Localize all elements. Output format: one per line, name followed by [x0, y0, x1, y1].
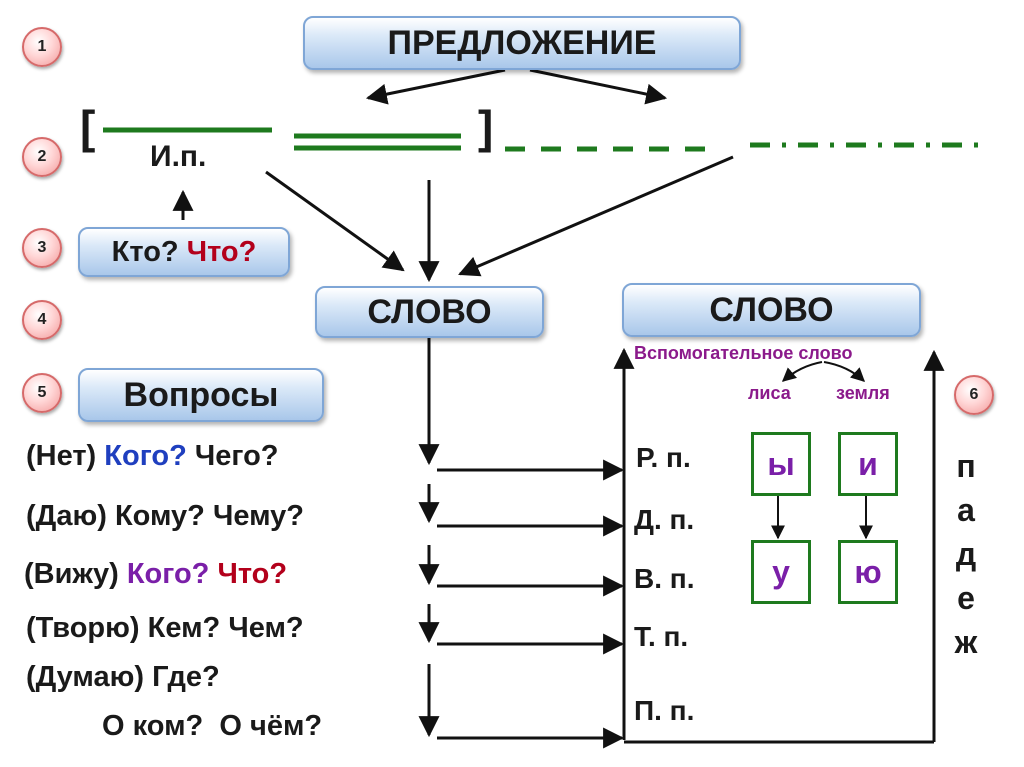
helper-arrows: [771, 361, 873, 540]
top-arrows: [365, 68, 668, 105]
ending-box-genitive-1: ы: [751, 432, 811, 496]
ending-letter: ы: [767, 445, 795, 482]
sentence-box: ПРЕДЛОЖЕНИЕ: [303, 16, 741, 70]
word-right-label: СЛОВО: [709, 290, 834, 329]
case-genitive: Р. п.: [636, 442, 691, 473]
question-1: О ком?: [102, 710, 204, 742]
question-1: Кого?: [126, 558, 210, 590]
question-what: Что?: [186, 235, 257, 268]
question-1: Где?: [152, 661, 220, 693]
question-row-instrumental: (Творю) Кем? Чем?: [26, 612, 304, 645]
verb: (Нет): [26, 440, 97, 472]
vertical-word-case: п а д е ж: [946, 444, 986, 664]
question-row-dative: (Даю) Кому? Чему?: [26, 500, 304, 533]
helper-word-title: Вспомогательное слово: [634, 343, 853, 363]
question-2: Чем?: [228, 612, 304, 644]
question-row-prepositional: (Думаю) Где?: [26, 661, 220, 694]
helper-word-2: земля: [836, 383, 890, 403]
step-6-badge: 6: [954, 375, 994, 415]
subject-question-box: Кто? Что?: [78, 227, 290, 277]
step-6-label: 6: [969, 386, 979, 403]
question-1: Кем?: [147, 612, 221, 644]
word-box-right: СЛОВО: [622, 283, 921, 337]
question-row-prepositional-2: О ком? О чём?: [102, 710, 322, 743]
step-1-badge: 1: [22, 27, 62, 67]
question-row-accusative: (Вижу) Кого? Что?: [24, 558, 287, 591]
ending-letter: и: [858, 445, 878, 482]
close-bracket: ]: [478, 101, 494, 153]
helper-word-1: лиса: [748, 383, 791, 403]
word-box-left: СЛОВО: [315, 286, 544, 338]
open-bracket: [: [80, 101, 96, 153]
ending-box-dative-2: ю: [838, 540, 898, 604]
step-4-label: 4: [37, 311, 47, 328]
ending-letter: ю: [854, 553, 882, 590]
vertical-letter: е: [957, 580, 975, 616]
question-1: Кого?: [104, 440, 187, 472]
step-3-badge: 3: [22, 228, 62, 268]
ending-letter: у: [772, 553, 790, 590]
verb: (Даю): [26, 500, 107, 532]
questions-box: Вопросы: [78, 368, 324, 422]
vertical-letter: д: [955, 536, 977, 572]
vertical-letter: а: [957, 492, 975, 528]
step-5-label: 5: [37, 384, 47, 401]
step-1-label: 1: [37, 38, 47, 55]
case-bracket: [613, 347, 945, 744]
step-2-badge: 2: [22, 137, 62, 177]
case-instrumental: Т. п.: [634, 621, 689, 652]
verb: (Творю): [26, 612, 140, 644]
scheme-lines: [103, 127, 980, 152]
step-5-badge: 5: [22, 373, 62, 413]
question-1: Кому?: [114, 500, 205, 532]
step-3-label: 3: [37, 239, 47, 256]
ending-box-dative-1: у: [751, 540, 811, 604]
question-who: Кто?: [111, 235, 179, 268]
subject-case-label: И.п.: [150, 140, 207, 173]
question-2: Чему?: [212, 500, 304, 532]
vertical-letter: ж: [954, 624, 978, 660]
question-2: Чего?: [194, 440, 279, 472]
case-dative: Д. п.: [634, 504, 695, 535]
step-2-label: 2: [37, 148, 47, 165]
step-4-badge: 4: [22, 300, 62, 340]
to-word-arrows: [172, 155, 734, 283]
case-accusative: В. п.: [634, 563, 695, 594]
ending-box-genitive-2: и: [838, 432, 898, 496]
sentence-title: ПРЕДЛОЖЕНИЕ: [387, 23, 657, 62]
question-2: О чём?: [219, 710, 323, 742]
vertical-letter: п: [956, 448, 976, 484]
verb: (Вижу): [24, 558, 119, 590]
case-prepositional: П. п.: [634, 695, 695, 726]
question-2: Что?: [217, 558, 288, 590]
question-row-genitive: (Нет) Кого? Чего?: [26, 440, 279, 473]
verb: (Думаю): [26, 661, 145, 693]
questions-arrows: [418, 338, 625, 749]
questions-label: Вопросы: [123, 375, 279, 414]
word-left-label: СЛОВО: [367, 292, 492, 331]
